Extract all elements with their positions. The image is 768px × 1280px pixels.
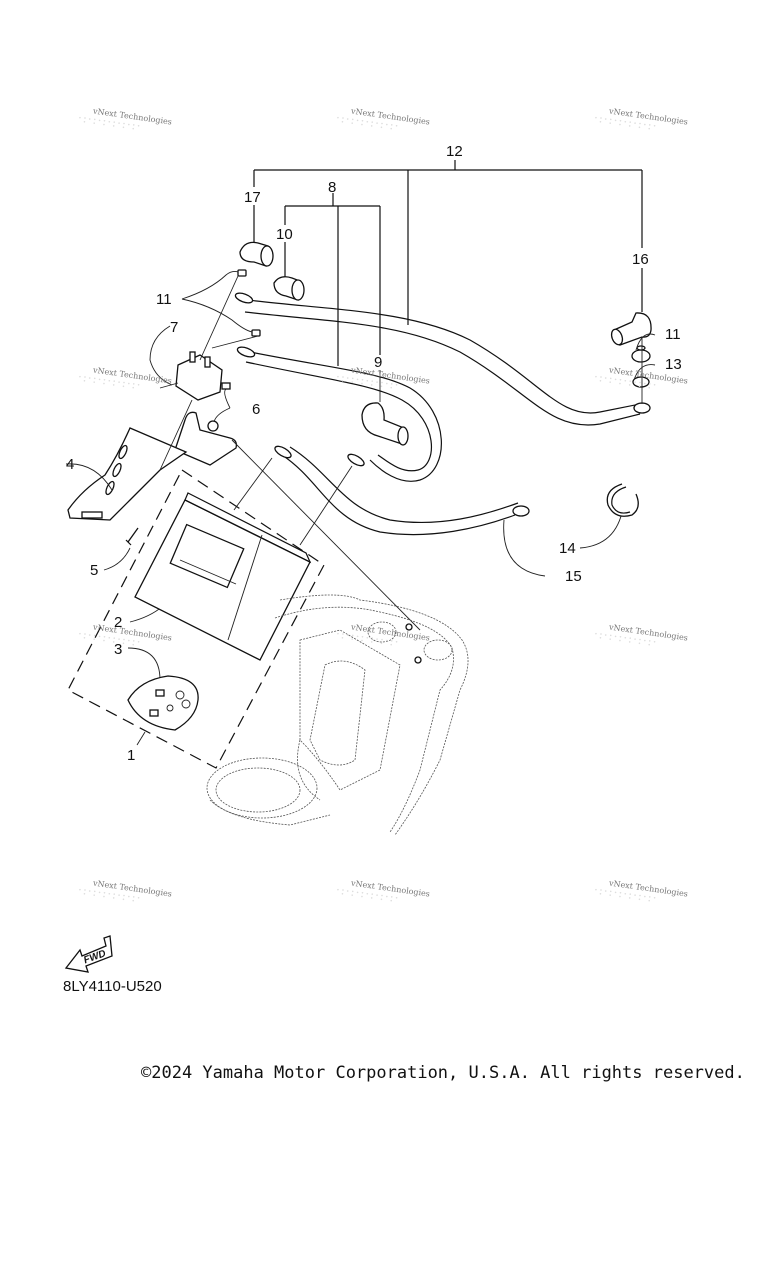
starter-relay-7: [159, 351, 223, 401]
callout-5: 5: [90, 562, 98, 579]
callout-11-right: 11: [665, 326, 681, 343]
leader-lines-12: [253, 160, 643, 325]
callout-11: 11: [156, 291, 172, 308]
callout-14: 14: [559, 540, 576, 557]
band-14: [606, 483, 639, 517]
callout-6: 6: [252, 401, 260, 418]
battery-bracket-4: [67, 427, 188, 521]
callout-4: 4: [66, 456, 74, 473]
battery-kit-1: [67, 469, 325, 769]
terminal-cap-16: [610, 312, 652, 346]
copyright-notice: ©2024 Yamaha Motor Corporation, U.S.A. A…: [141, 1063, 745, 1083]
lock-washer-13: [632, 376, 650, 388]
callout-15: 15: [565, 568, 582, 585]
callout-13: 13: [665, 356, 682, 373]
callout-2: 2: [114, 614, 122, 631]
terminal-cap-9: [361, 402, 409, 446]
callout-8: 8: [328, 179, 336, 196]
callout-12: 12: [446, 143, 463, 160]
callout-7: 7: [170, 319, 178, 336]
nut-6: [207, 382, 231, 432]
fwd-arrow-icon: FWD: [64, 935, 113, 973]
callout-17: 17: [244, 189, 261, 206]
diagram-code: 8LY4110-U520: [63, 978, 162, 995]
callout-10: 10: [276, 226, 293, 243]
fwd-label: FWD: [82, 948, 107, 966]
terminal-lugs: [234, 292, 651, 517]
callout-16: 16: [632, 251, 649, 268]
leader-lines-8: [284, 193, 381, 366]
terminal-cap-17: [239, 241, 274, 267]
battery-cable-15: [281, 446, 519, 536]
battery-cable-8: [245, 351, 442, 482]
nut-11: [237, 269, 651, 363]
callout-9: 9: [374, 354, 382, 371]
callout-3: 3: [114, 641, 122, 658]
battery-cable-12: [244, 299, 641, 426]
relay-bracket: [174, 411, 238, 466]
hull-outline: [206, 594, 469, 836]
callout-1: 1: [127, 747, 135, 764]
bolt-5: [125, 527, 139, 546]
terminal-cap-10: [273, 276, 305, 301]
